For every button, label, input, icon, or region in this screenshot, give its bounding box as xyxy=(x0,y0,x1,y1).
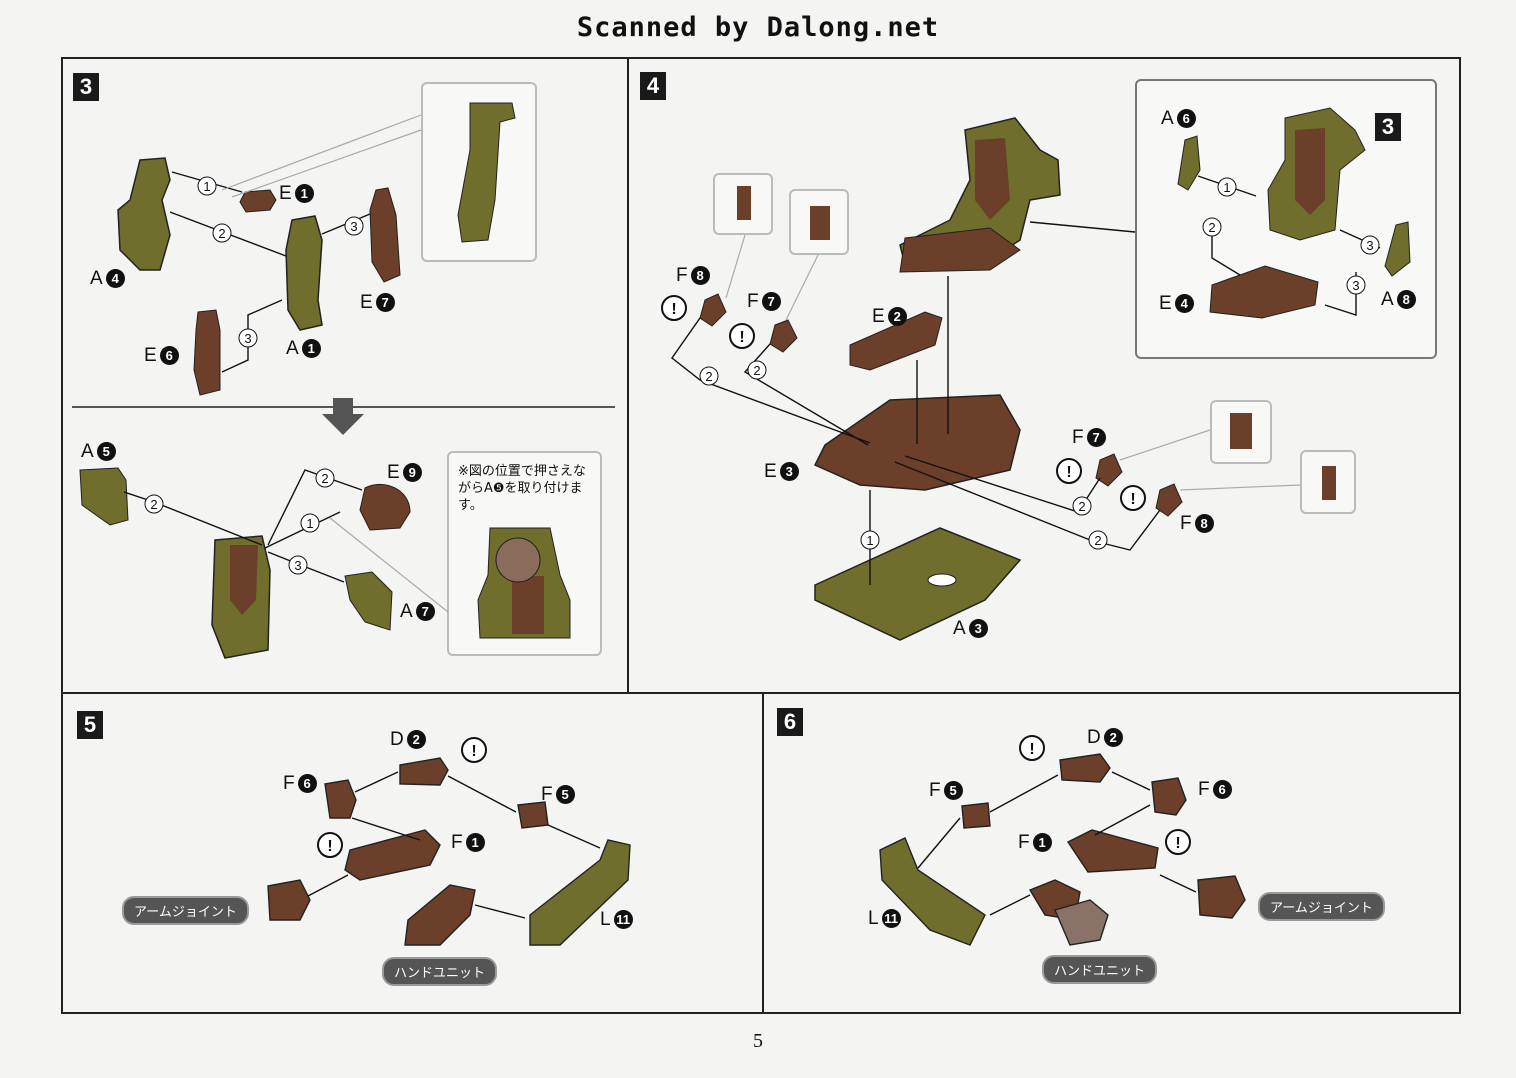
inset-step-reference: 3 xyxy=(1375,113,1401,141)
svg-text:1: 1 xyxy=(306,516,313,531)
svg-text:!: ! xyxy=(1130,491,1135,508)
svg-text:!: ! xyxy=(471,743,476,760)
svg-text:!: ! xyxy=(739,329,744,346)
svg-text:2: 2 xyxy=(753,363,760,378)
svg-text:2: 2 xyxy=(1078,499,1085,514)
svg-text:3: 3 xyxy=(350,219,357,234)
hand-unit-tag: ハンドユニット xyxy=(382,957,498,986)
svg-text:3: 3 xyxy=(1366,238,1373,253)
svg-text:3: 3 xyxy=(244,331,251,346)
svg-text:1: 1 xyxy=(203,179,210,194)
svg-text:1: 1 xyxy=(1223,180,1230,195)
svg-text:2: 2 xyxy=(705,369,712,384)
svg-text:!: ! xyxy=(1175,835,1180,852)
arm-joint-tag: アームジョイント xyxy=(1258,892,1385,921)
svg-text:2: 2 xyxy=(1208,220,1215,235)
svg-text:3: 3 xyxy=(294,558,301,573)
svg-text:2: 2 xyxy=(218,226,225,241)
step-6-number: 6 xyxy=(777,708,803,736)
svg-text:!: ! xyxy=(1029,741,1034,758)
press-position-note: ※図の位置で押さえながらA❺を取り付けます。 xyxy=(458,464,586,513)
svg-text:2: 2 xyxy=(321,471,328,486)
scan-credit: Scanned by Dalong.net xyxy=(576,12,940,43)
svg-text:3: 3 xyxy=(1352,278,1359,293)
arm-joint-tag: アームジョイント xyxy=(122,896,249,925)
step-5-number: 5 xyxy=(77,711,103,739)
svg-text:!: ! xyxy=(327,838,332,855)
step-3-number: 3 xyxy=(73,73,99,101)
svg-text:2: 2 xyxy=(150,497,157,512)
svg-text:1: 1 xyxy=(866,533,873,548)
step-6-panel xyxy=(762,692,1461,1014)
step-4-number: 4 xyxy=(640,72,666,100)
hand-unit-tag: ハンドユニット xyxy=(1042,955,1158,984)
page-number: 5 xyxy=(753,1030,763,1052)
svg-text:!: ! xyxy=(671,301,676,318)
svg-text:2: 2 xyxy=(1094,533,1101,548)
svg-text:!: ! xyxy=(1066,464,1071,481)
